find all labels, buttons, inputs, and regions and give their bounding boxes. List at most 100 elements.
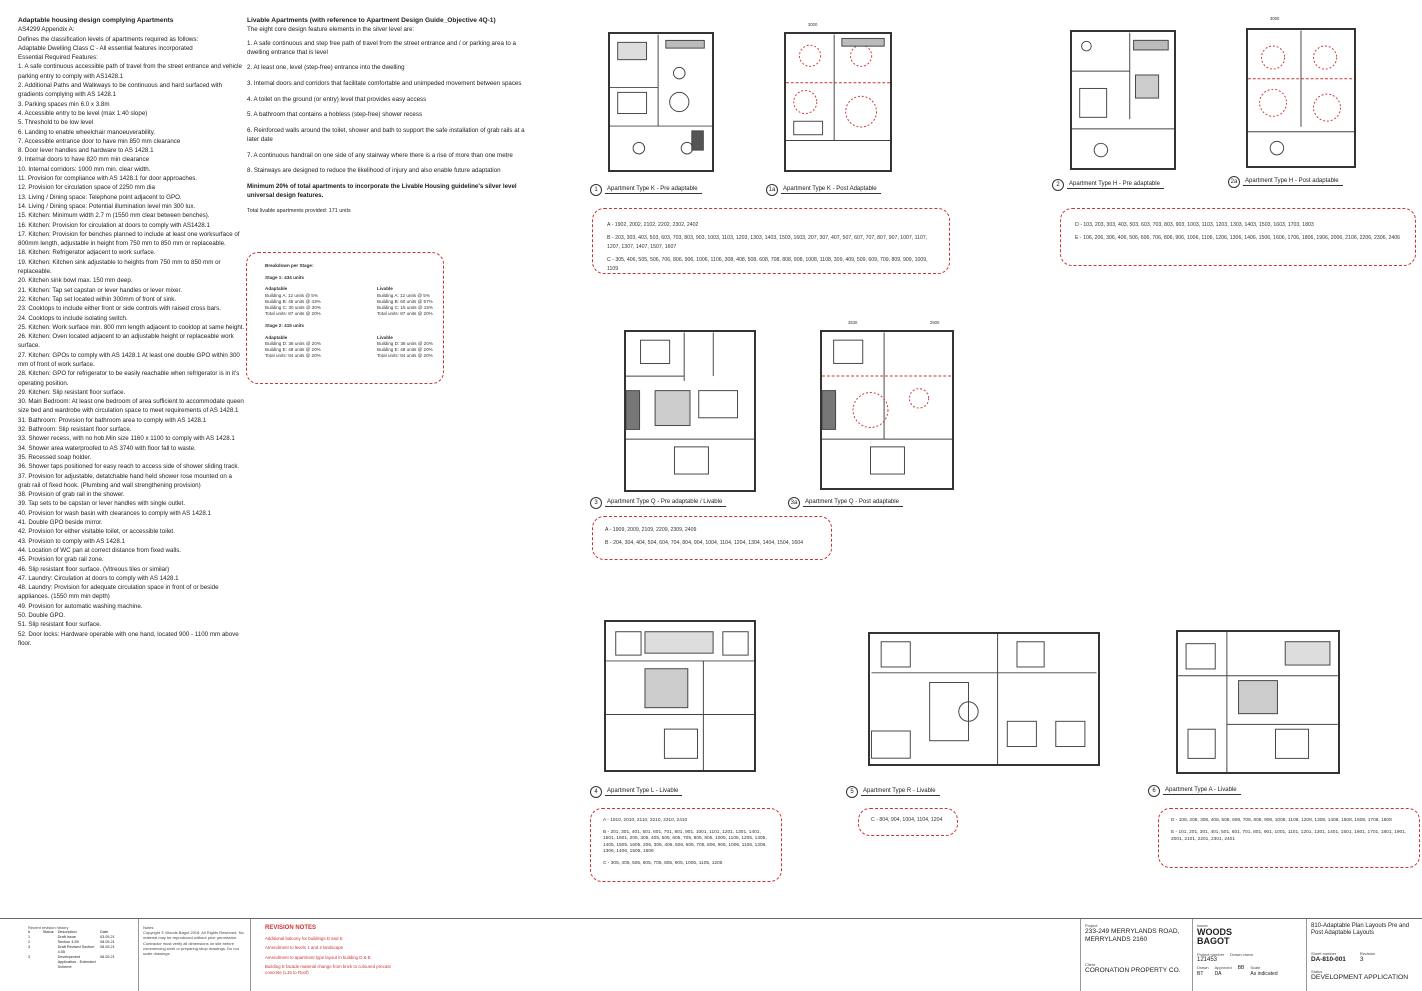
history-cell: 3	[28, 945, 31, 950]
plan-h-pre	[1070, 30, 1176, 170]
history-cell: 03.05.21	[100, 935, 115, 940]
plan-k-pre-drawing	[610, 34, 712, 155]
units-cloud-k: A - 1902, 2002, 2102, 2202, 2302, 2402 B…	[592, 208, 950, 274]
stage1-label: Stage 1: 434 units	[265, 275, 305, 281]
adaptable-line: 38. Provision of grab rail in the shower…	[18, 491, 125, 499]
stage2-livable-header: Livable	[377, 334, 393, 340]
adaptable-line: 10. Internal corridors: 1000 mm min. cle…	[18, 165, 151, 173]
breakdown-line: Building E: 48 units @ 20%	[377, 347, 433, 353]
plan-h-post-drawing	[1248, 30, 1354, 156]
adaptable-line: 28. Kitchen: GPO for refrigerator to be …	[18, 370, 240, 387]
dim-q-post-2: 2500	[930, 320, 940, 325]
label-k-post-text: Apartment Type K - Post Adaptable	[781, 186, 881, 194]
adaptable-line: 12. Provision for circulation space of 2…	[18, 184, 155, 192]
revision-number: 3	[1359, 956, 1364, 964]
history-cell: 08.05.21	[100, 945, 115, 950]
breakdown-cloud: Breakdown per Stage: Stage 1: 434 units …	[246, 252, 444, 384]
sheet-number-label: Sheet number	[1311, 951, 1337, 956]
woods-bagot-logo: WOODS BAGOT	[1197, 927, 1232, 947]
label-k-pre-text: Apartment Type K - Pre adaptable	[605, 186, 702, 194]
adaptable-line: 44. Location of WC pan at correct distan…	[18, 546, 182, 554]
adaptable-line: 8. Door lever handles and hardware to AS…	[18, 147, 154, 155]
adaptable-line: 17. Kitchen: Provision for benches plann…	[18, 230, 240, 248]
adaptable-line: 14. Living / Dining space: Potential ill…	[18, 202, 196, 210]
drawn-value: BT	[1197, 970, 1204, 977]
adaptable-line: 24. Cooktops to include isolating switch…	[18, 314, 128, 322]
breakdown-title: Breakdown per Stage:	[265, 263, 314, 268]
adaptable-line: 15. Kitchen: Minimum width 2.7 m (1550 m…	[18, 212, 210, 220]
units-h-e: E - 106, 206, 306, 406, 506, 606, 706, 8…	[1075, 235, 1400, 242]
history-cell: 08.05.21	[100, 955, 115, 960]
status-label: Status	[1311, 969, 1323, 975]
dim-h-post-top: 3000	[1270, 16, 1280, 21]
livable-item: 5. A bathroom that contains a hobless (s…	[247, 111, 423, 119]
history-cell: 08.05.21	[100, 940, 115, 945]
units-q-b: B - 204, 304, 404, 504, 604, 704, 804, 9…	[605, 540, 804, 547]
breakdown-line: Building E: 48 units @ 20%	[265, 347, 321, 353]
adaptable-line: 4. Accessible entry to be level (max 1:4…	[18, 109, 148, 117]
adaptable-line: 31. Bathroom: Provision for bathroom are…	[18, 416, 207, 424]
adaptable-line: 26. Kitchen: Oven located adjacent to an…	[18, 333, 234, 350]
adaptable-line: 52. Door locks: Hardware operable with o…	[18, 630, 239, 647]
adaptable-line: 5. Threshold to be low level	[18, 119, 94, 127]
adaptable-line: 19. Kitchen: Kitchen sink adjustable to …	[18, 258, 221, 276]
adaptable-line: 48. Laundry: Provision for adequate circ…	[18, 584, 219, 601]
adaptable-line: 16. Kitchen: Provision for circulation a…	[18, 221, 210, 229]
history-cell: 1	[28, 935, 31, 940]
history-cell	[43, 945, 55, 955]
units-cloud-r: C - 804, 904, 1004, 1104, 1204	[858, 808, 958, 836]
plan-k-pre	[608, 32, 714, 172]
adaptable-line: Essential Required Features:	[18, 54, 98, 62]
plan-a	[1176, 630, 1340, 774]
breakdown-line: Building B: 60 units @ 57%	[377, 298, 433, 304]
adaptable-line: 22. Kitchen: Tap set located within 300m…	[18, 295, 177, 303]
livable-total: Total livable apartments provided: 171 u…	[247, 207, 351, 214]
label-q-pre-text: Apartment Type Q - Pre adaptable / Livab…	[605, 499, 727, 507]
adaptable-line: 41. Double GPO beside mirror.	[18, 519, 103, 527]
units-h-d: D - 103, 203, 303, 403, 503, 603, 703, 8…	[1075, 222, 1314, 228]
dim-q-post-1: 3530	[848, 320, 858, 325]
plan-a-drawing	[1178, 632, 1338, 772]
plan-q-post-drawing	[822, 332, 952, 475]
history-cell: Section 4.55	[57, 940, 79, 945]
livable-item: 4. A toilet on the ground (or entry) lev…	[247, 95, 427, 103]
adaptable-title: Adaptable housing design complying Apart…	[18, 17, 174, 24]
history-cell: Development Application - Extended Schem…	[57, 955, 96, 970]
livable-item: 1. A safe continuous and step free path …	[247, 39, 516, 56]
drawn-label: Drawn	[1197, 965, 1209, 971]
project-block: Project 233-249 MERRYLANDS ROAD, MERRYLA…	[1080, 919, 1190, 991]
adaptable-line: 46. Slip resistant floor surface. (Vitre…	[18, 565, 170, 573]
units-l-c: C - 305, 405, 505, 605, 705, 805, 905, 1…	[603, 860, 723, 866]
adaptable-line: 33. Shower recess, with no hob.Min size …	[18, 435, 235, 443]
history-cell: Date	[100, 930, 109, 935]
units-q-a: A - 1909, 2009, 2109, 2209, 2309, 2409	[605, 527, 697, 533]
livable-item: 2. At least one, level (step-free) entra…	[247, 64, 405, 72]
breakdown-line: Total units: 84 units @ 20%	[265, 353, 321, 359]
adaptable-line: 32. Bathroom: Slip resistant floor surfa…	[18, 426, 132, 434]
breakdown-line: Building C: 30 units @ 30%	[265, 305, 321, 311]
plan-l-drawing	[606, 631, 754, 770]
units-k-b: B - 203, 303, 403, 503, 603, 703, 803, 9…	[607, 235, 928, 250]
livable-items: 1. A safe continuous and step free path …	[247, 39, 537, 176]
plan-q-pre-drawing	[626, 332, 754, 475]
adaptable-line: Defines the classification levels of apa…	[18, 35, 199, 43]
history-cell: #	[28, 930, 31, 935]
units-k-a: A - 1902, 2002, 2102, 2202, 2302, 2402	[607, 222, 699, 228]
livable-item: 6. Reinforced walls around the toilet, s…	[247, 126, 525, 144]
notes-text: Copyright © Woods Bagot 2018. All Rights…	[143, 930, 244, 957]
project-label: Project	[1085, 923, 1098, 928]
stage1-livable-lines: Building A: 12 units @ 5%Building B: 60 …	[377, 293, 459, 318]
revision-note: Amendment to apartment type layout in bu…	[265, 954, 371, 960]
breakdown-line: Building C: 15 units @ 15%	[377, 305, 433, 311]
